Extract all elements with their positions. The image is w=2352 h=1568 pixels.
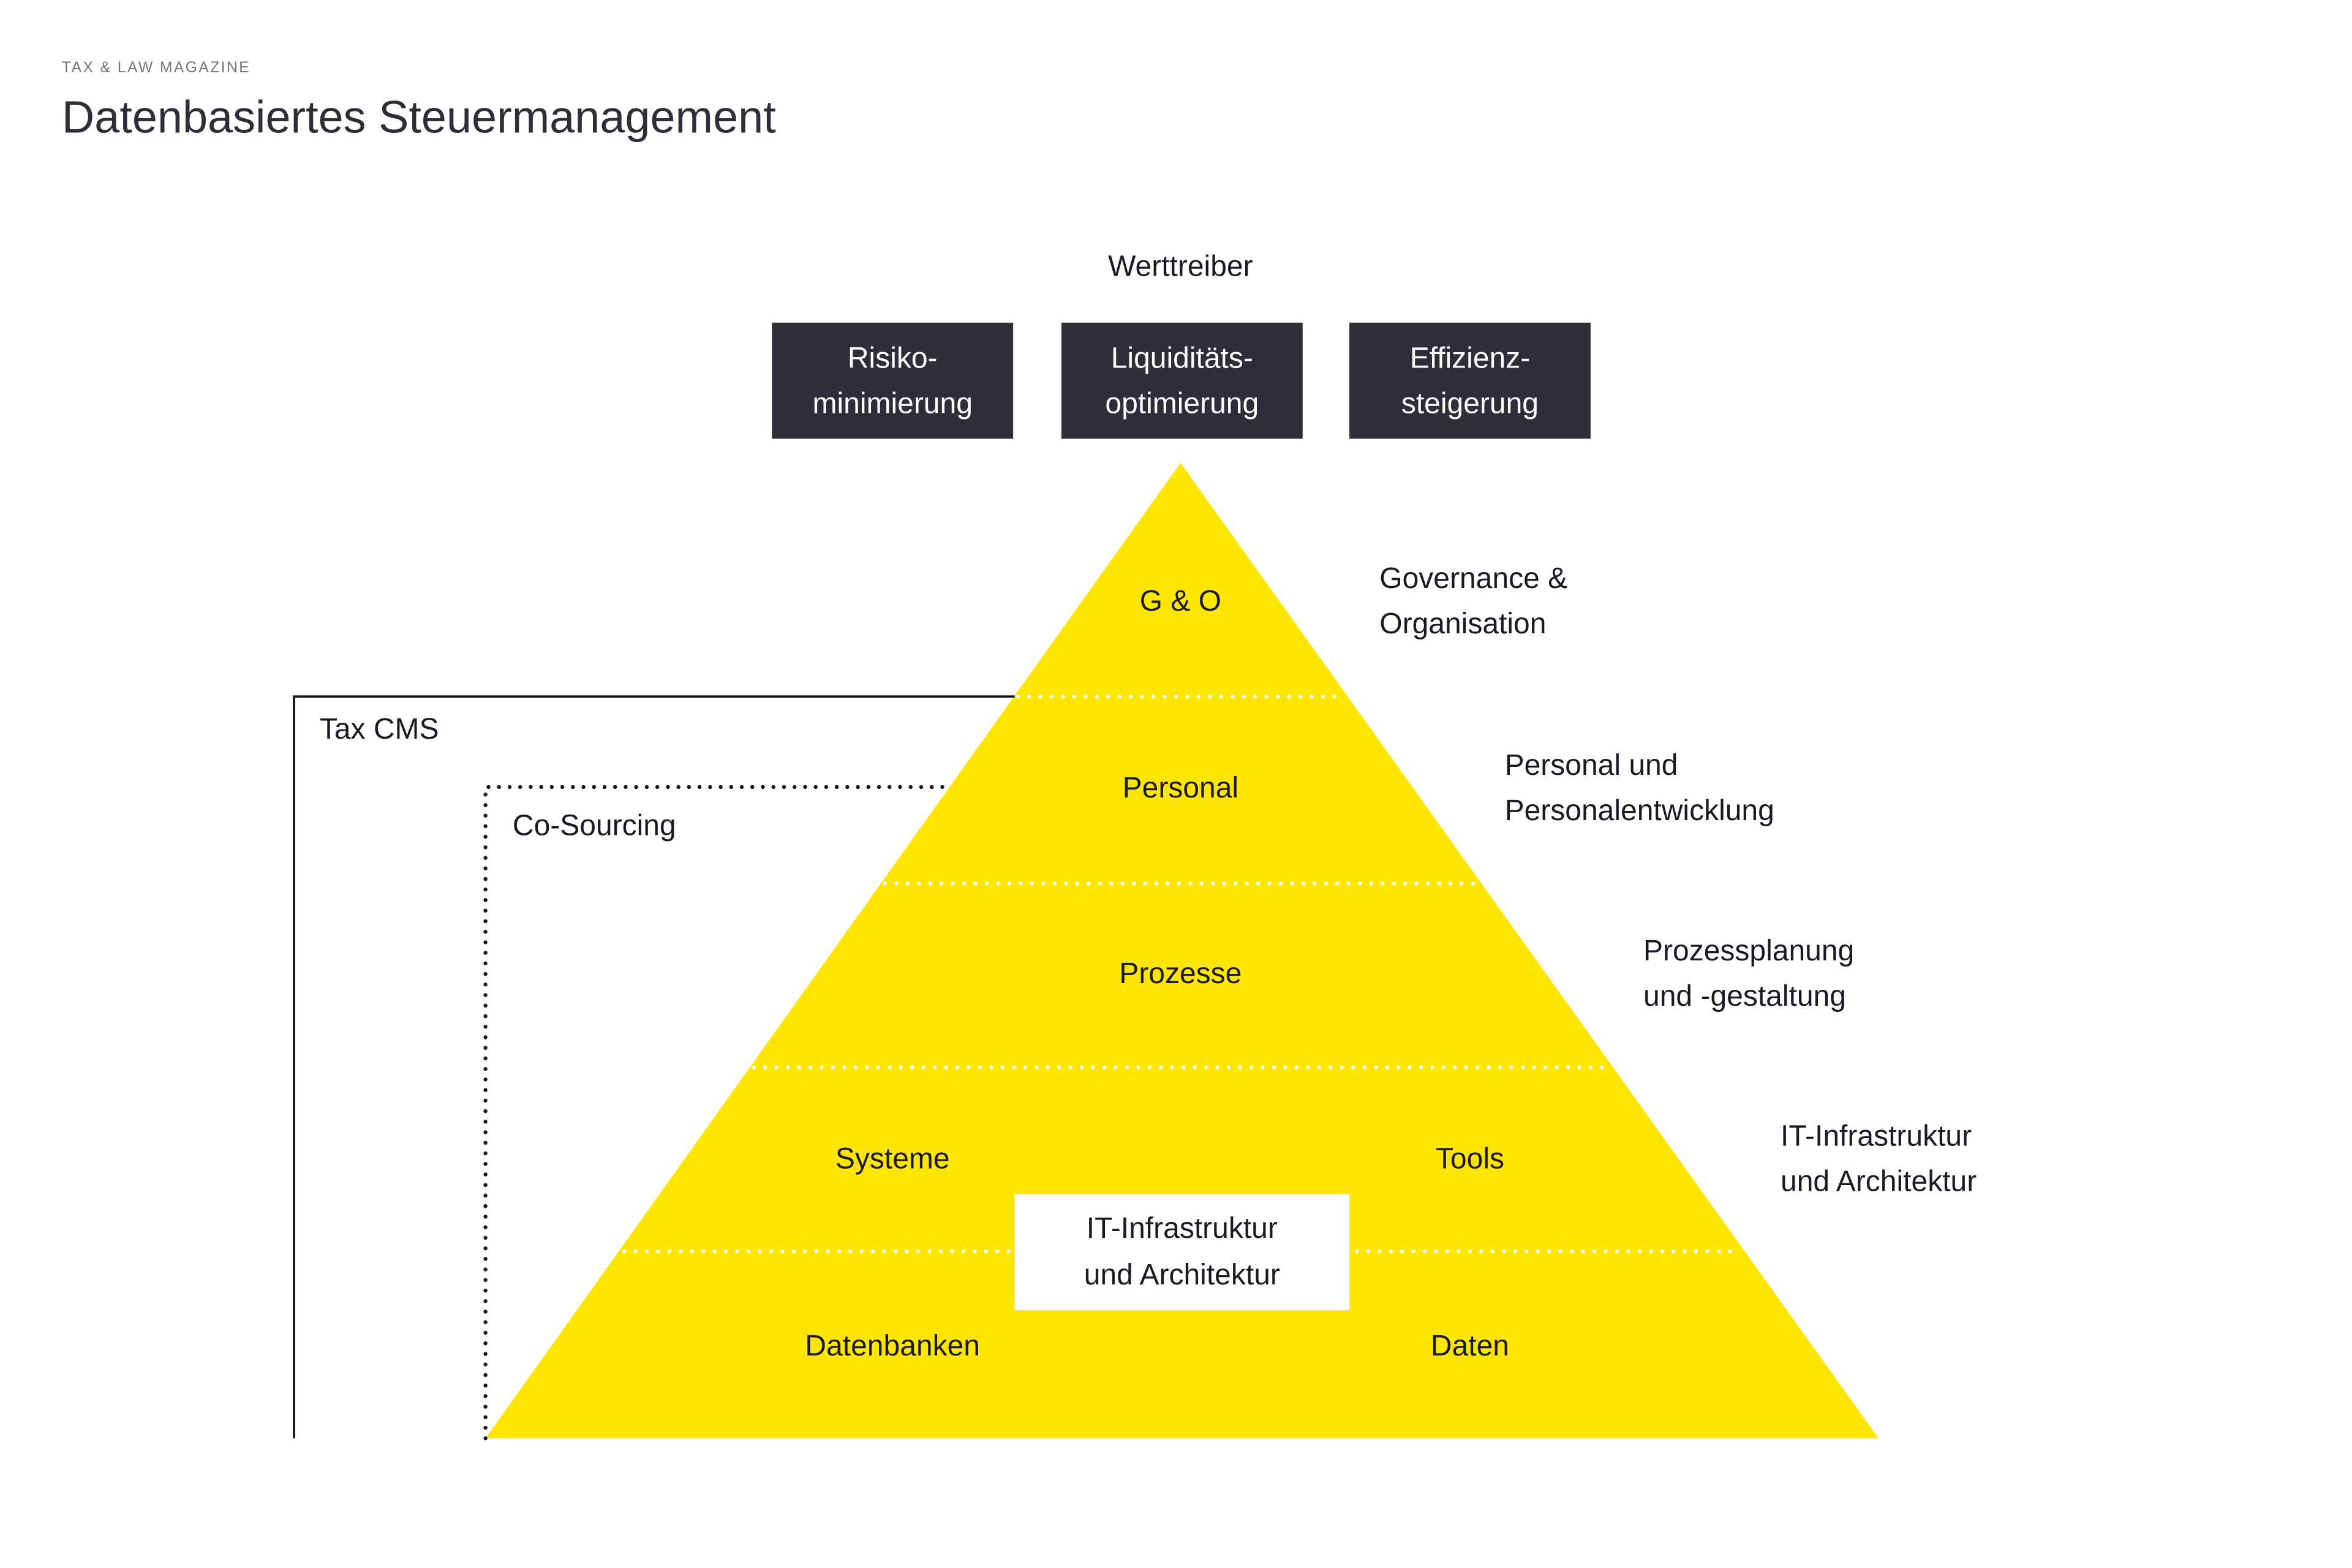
layer-personal: Personal	[1122, 772, 1239, 805]
driver-box-effizienz: Effizienz- steigerung	[1349, 322, 1591, 439]
pyramid-shape	[485, 462, 1879, 1439]
side-label-line: und -gestaltung	[1643, 979, 1846, 1014]
co-sourcing-label: Co-Sourcing	[512, 809, 676, 843]
side-label-governance: Governance & Organisation	[1379, 556, 1567, 647]
driver-line: minimierung	[812, 386, 973, 420]
layer-daten: Daten	[1430, 1330, 1510, 1363]
driver-line: optimierung	[1105, 386, 1259, 420]
tax-cms-label: Tax CMS	[319, 713, 439, 747]
side-label-line: Personalentwicklung	[1504, 794, 1774, 828]
co-sourcing-frame	[483, 785, 952, 1441]
layer-systeme: Systeme	[835, 1142, 950, 1176]
side-label-line: Prozessplanung	[1643, 935, 1855, 968]
werttreiber-label: Werttreiber	[1108, 250, 1253, 284]
side-label-line: und Architektur	[1781, 1165, 1977, 1199]
it-infrastructure-box: IT-Infrastruktur und Architektur	[1014, 1194, 1350, 1311]
side-label-line: Organisation	[1379, 607, 1547, 641]
magazine-kicker: TAX & LAW MAGAZINE	[61, 60, 251, 77]
layer-dividers	[622, 695, 1741, 1254]
side-label-line: IT-Infrastruktur	[1781, 1120, 1972, 1154]
driver-line: Effizienz-	[1409, 341, 1531, 375]
tax-cms-frame	[293, 695, 1015, 1439]
driver-line: steigerung	[1401, 386, 1539, 420]
side-label-prozesse: Prozessplanung und -gestaltung	[1643, 929, 1854, 1019]
layer-datenbanken: Datenbanken	[805, 1330, 980, 1363]
side-label-line: Personal und	[1504, 749, 1678, 783]
layer-prozesse: Prozesse	[1119, 957, 1242, 991]
it-box-line: IT-Infrastruktur	[1086, 1211, 1278, 1245]
driver-line: Liquiditäts-	[1110, 341, 1253, 375]
side-label-personal: Personal und Personalentwicklung	[1505, 744, 1774, 834]
driver-box-liquiditaet: Liquiditäts- optimierung	[1061, 322, 1303, 439]
layer-tools: Tools	[1435, 1142, 1504, 1176]
page-title: Datenbasiertes Steuermanagement	[61, 93, 776, 143]
layer-go: G & O	[1139, 585, 1222, 619]
side-label-line: Governance &	[1379, 562, 1568, 596]
side-label-it: IT-Infrastruktur und Architektur	[1781, 1114, 1977, 1205]
driver-line: Risiko-	[847, 341, 938, 375]
driver-box-risiko: Risiko- minimierung	[772, 322, 1014, 439]
it-box-line: und Architektur	[1084, 1258, 1280, 1292]
